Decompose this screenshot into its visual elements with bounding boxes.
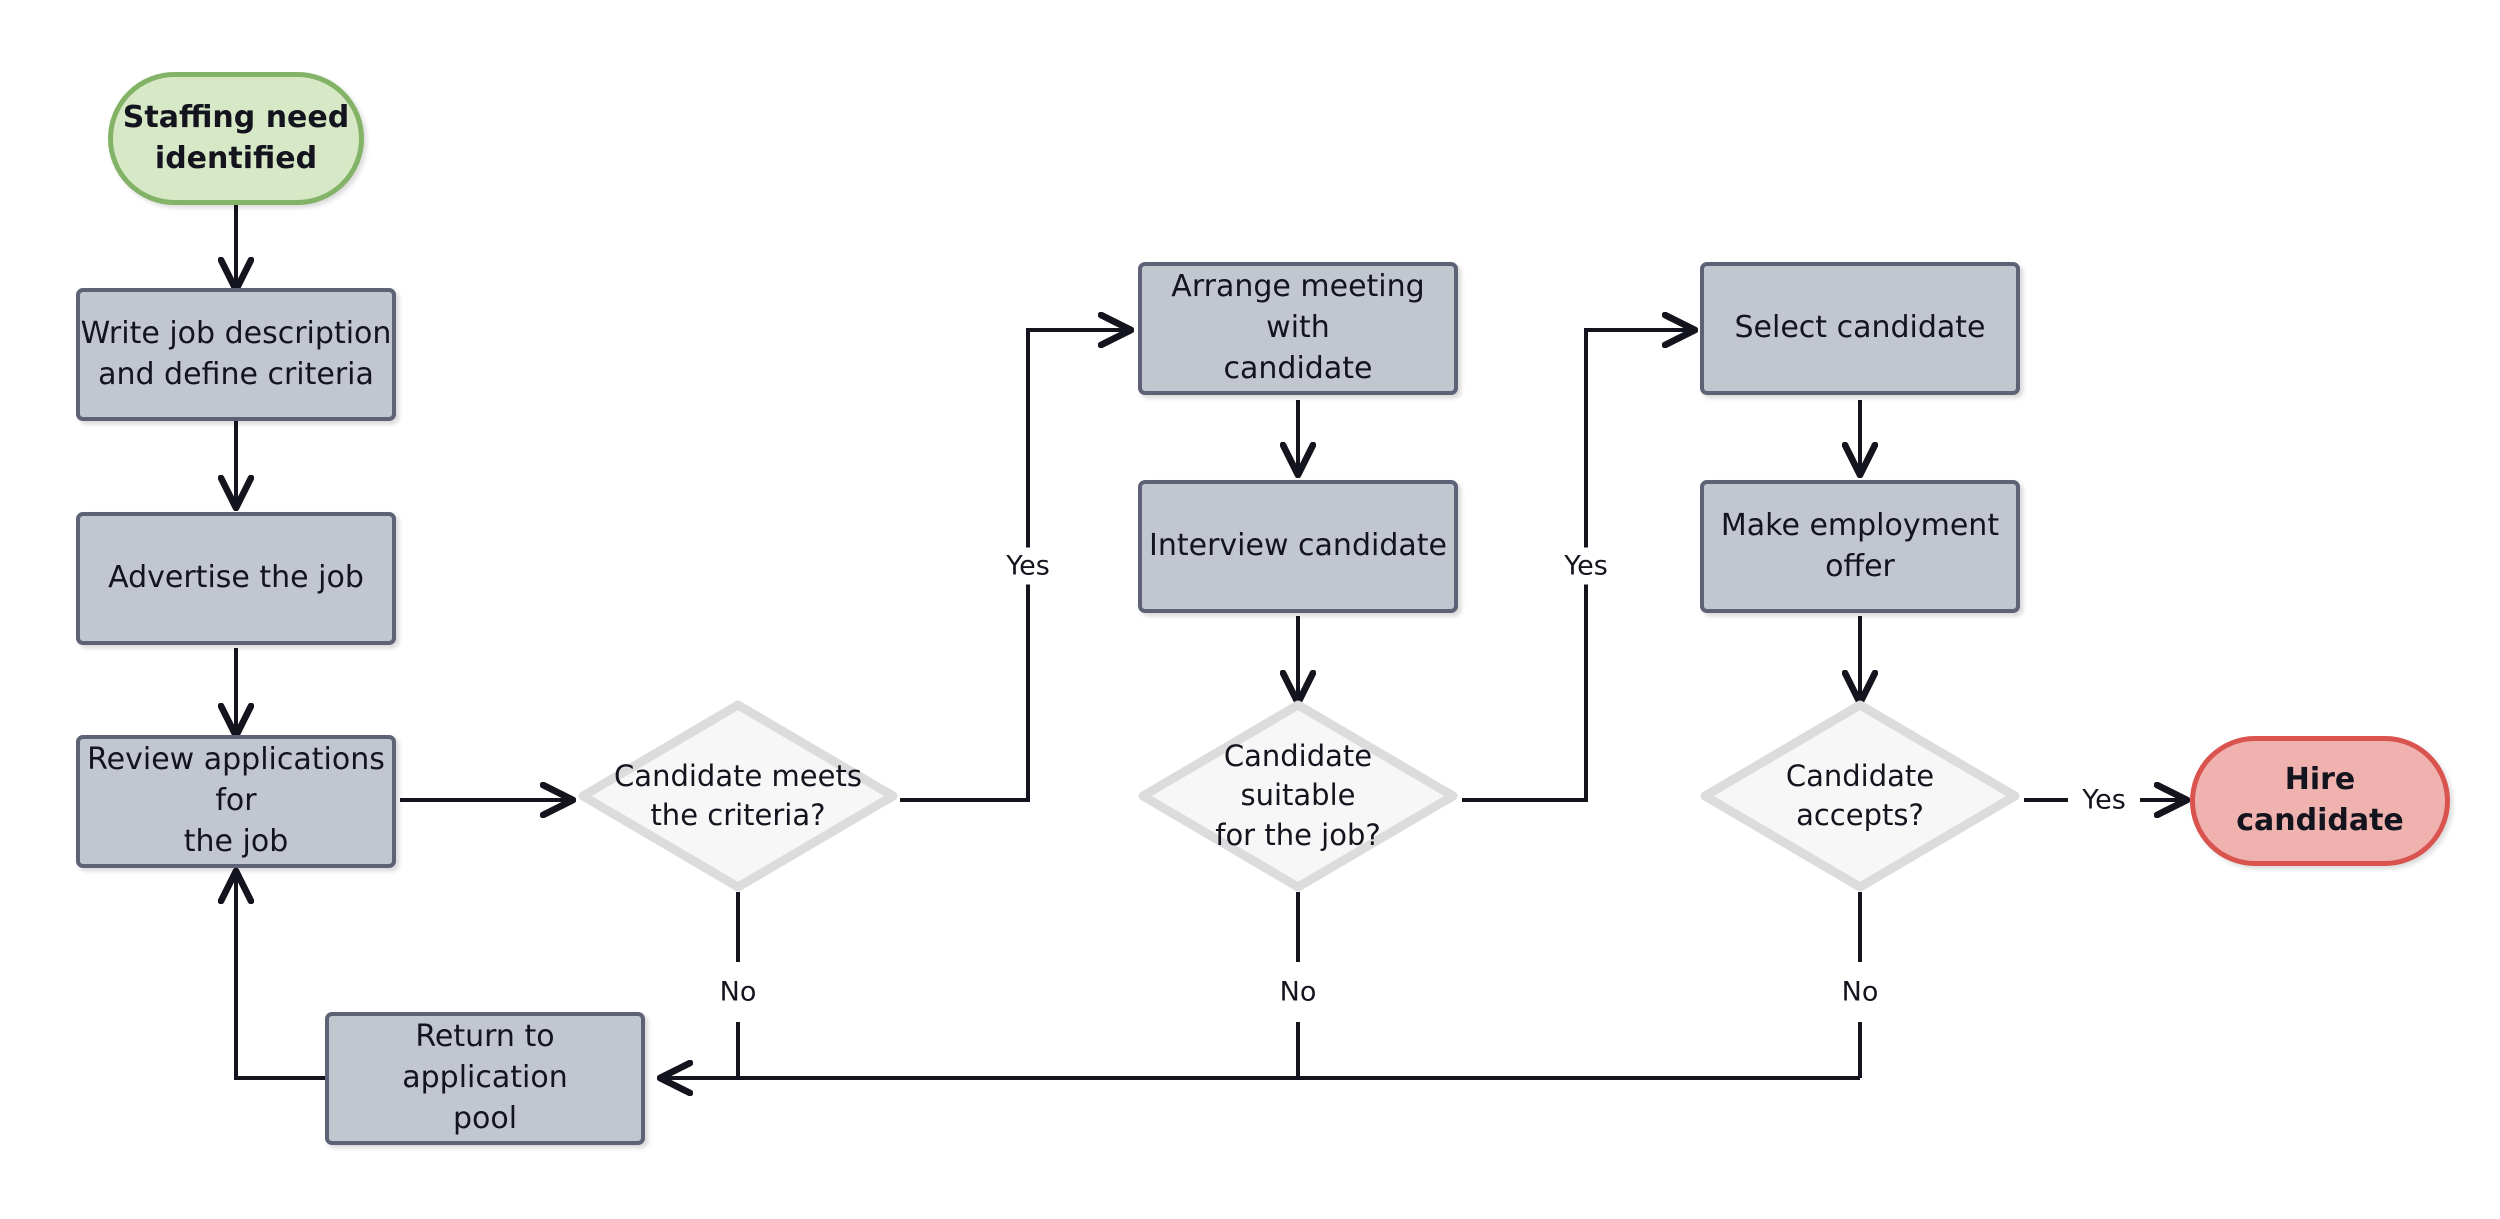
node-label: Write job description and define criteri… — [80, 315, 392, 392]
node-label: Candidate meets the criteria? — [614, 758, 862, 832]
node-label: Candidate accepts? — [1785, 758, 1935, 832]
node-decision-candidate-suitable[interactable]: Candidate suitable for the job? — [1138, 700, 1458, 892]
node-interview-candidate[interactable]: Interview candidate — [1138, 480, 1458, 613]
node-label: Select candidate — [1734, 310, 1986, 346]
edge-label-no-criteria: No — [711, 973, 765, 1011]
edge-return-to-review — [236, 874, 325, 1080]
node-label: Candidate suitable for the job? — [1215, 738, 1381, 852]
edge-label-no-suitable: No — [1271, 973, 1325, 1011]
edge-label-yes-criteria: Yes — [998, 547, 1058, 585]
node-return-to-application-pool[interactable]: Return to application pool — [325, 1012, 645, 1145]
node-label: Return to application pool — [402, 1019, 568, 1136]
edge-label-yes-accepts: Yes — [2074, 781, 2134, 819]
node-review-applications[interactable]: Review applications for the job — [76, 735, 396, 868]
edge-label-yes-suitable: Yes — [1556, 547, 1616, 585]
node-make-employment-offer[interactable]: Make employment offer — [1700, 480, 2020, 613]
node-write-job-description[interactable]: Write job description and define criteri… — [76, 288, 396, 421]
diamond-shape-icon — [1700, 700, 2020, 892]
node-hire-candidate[interactable]: Hire candidate — [2190, 736, 2450, 866]
node-label: Hire candidate — [2236, 762, 2404, 838]
node-select-candidate[interactable]: Select candidate — [1700, 262, 2020, 395]
node-label: Arrange meeting with candidate — [1171, 269, 1425, 386]
node-label: Make employment offer — [1720, 507, 2000, 584]
node-label: Staffing need identified — [122, 99, 350, 176]
node-decision-candidate-accepts[interactable]: Candidate accepts? — [1700, 700, 2020, 892]
node-advertise-the-job[interactable]: Advertise the job — [76, 512, 396, 645]
node-label: Review applications for the job — [87, 742, 385, 859]
edge-label-no-accepts: No — [1833, 973, 1887, 1011]
node-staffing-need-identified[interactable]: Staffing need identified — [108, 72, 364, 205]
node-label: Advertise the job — [108, 560, 364, 596]
node-label: Interview candidate — [1149, 528, 1447, 564]
node-arrange-meeting[interactable]: Arrange meeting with candidate — [1138, 262, 1458, 395]
node-decision-candidate-meets-criteria[interactable]: Candidate meets the criteria? — [578, 700, 898, 892]
diamond-shape-icon — [1138, 700, 1458, 892]
diamond-shape-icon — [578, 700, 898, 892]
